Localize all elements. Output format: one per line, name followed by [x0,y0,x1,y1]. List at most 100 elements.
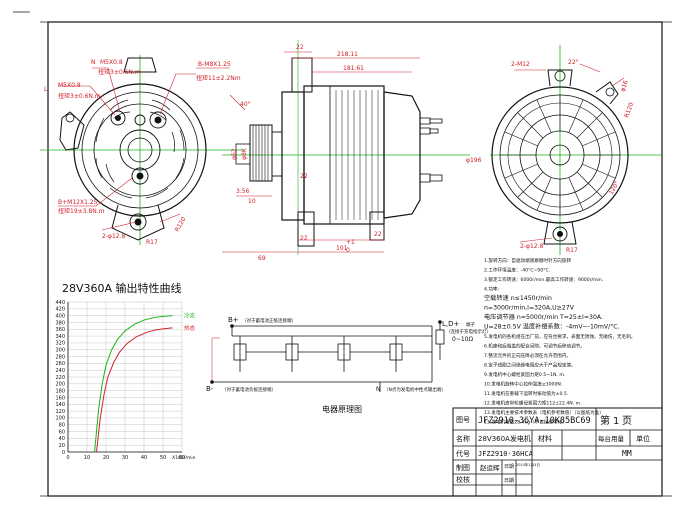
rear-dia-hole: φ16 [619,79,630,92]
chart-y-tick-label: 20 [59,443,65,449]
circuit-b-plus-note: （对于蓄电池正极连接端） [242,317,296,324]
sheet-border [47,21,663,497]
tb-drawing-no: JFZ2910-36YA-10K85BC69 [478,416,591,426]
side-view [222,40,470,255]
chart-y-tick-label: 140 [55,402,65,408]
chart-y-tick-label: 380 [55,320,65,326]
chart-y-tick-label: 120 [55,409,65,415]
pulley-dia: φ62 [231,148,238,160]
tb-qty-label: 每台用量 [598,434,625,443]
front-radius2: R120 [174,216,188,233]
rear-radius2: R17 [566,247,578,254]
front-view [40,55,245,245]
circuit-b-minus-note: （对于蓄电池负极连接端） [222,386,276,393]
chart-y-tick-label: 220 [55,375,65,381]
chart-series-label-1: 热态 [184,324,196,332]
tb-unit-value: MM [622,449,632,458]
dim-10: 10 [248,198,256,205]
rear-view [490,45,662,255]
n-torque: 扭矩3±0.6N.m [98,68,141,76]
rear-radius: R120 [623,101,635,118]
chart-x-tick-label: 50 [160,455,166,461]
technical-requirements: 1.旋转方向：自驱动端观察顺时针方向旋转2.工作环境温度：-40°C~90°C.… [484,257,635,426]
spec-line: n=3000r/min,I=320A,U≥27V [484,305,575,312]
title-block-text: 图号 JFZ2910-36YA-10K85BC69 第 1 页 名称 28V36… [456,414,650,484]
spec-line: 7.整流元件的正向压降必须在允许范围内。 [484,352,571,359]
n-label: N [91,59,96,66]
side-view-labels: 218.11 181.61 22 40° φ62 φ8K 3.56 10 69 … [231,44,382,262]
chart-y-tick-label: 40 [59,436,65,442]
front-hole-dim: 2-φ12.8 [102,233,125,240]
tb-unit-label: 单位 [636,434,650,443]
front-radius: R17 [146,239,158,246]
dim-101: 101 [336,245,348,252]
l-thread: M5X0.8 [58,82,81,89]
l-torque: 扭矩3±0.6N.m [58,92,101,100]
circuit-title: 电器原理图 [322,404,362,414]
dim-body-length: 181.61 [343,65,364,72]
chart-y-tick-label: 200 [55,382,65,388]
dim-22-b: 22 [374,231,382,238]
tb-material-label: 材料 [538,434,552,443]
tb-name-label: 名称 [456,434,470,443]
tb-drawer: 赵运辉 [480,463,500,472]
chart-series-line-0 [94,315,173,453]
chart-x-tick-label: 20 [103,455,109,461]
tb-sheet-prefix: 第 [600,414,610,427]
pulley-dia2: φ8K [241,147,248,160]
rear-dia-large: φ196 [466,157,482,164]
dim-69: 69 [258,255,266,262]
n-thread: M5X0.8 [100,59,123,66]
circuit-diagram: B+ （对于蓄电池正极连接端） B- （对于蓄电池负极连接端） N （N点为发电… [206,316,491,414]
chart-x-axis-label: X100r/min [172,455,196,461]
chart-y-tick-label: 260 [55,361,65,367]
circuit-ld-label: L,D+ [442,320,460,328]
chart-y-tick-label: 80 [59,423,65,429]
rear-hole-dim: 2-φ12.8 [520,243,543,250]
b-plus-torque: 扭矩19±3.8N.m [58,207,105,215]
circuit-n-note: （N点为发电机中性点输出端） [384,386,446,393]
output-characteristic-chart: 0204060801001201401601802002202402602803… [55,300,195,461]
spec-line: 12.发电机皮带轮螺母紧固力矩112±22.4N. m. [484,400,582,407]
dim-tol-zero: 0 [346,247,350,254]
chart-series-label-0: 冷态 [184,312,196,320]
tb-sheet-suffix: 页 [622,415,632,427]
rear-angle-a: 22° [568,59,579,66]
chart-y-tick-label: 360 [55,327,65,333]
rear-holes: 2-M12 [511,61,530,68]
dim-22-a: 22 [300,235,308,242]
tb-date-label: 日期 [504,464,514,470]
spec-line: 空载转速 n≤1450r/min [484,294,552,302]
chart-y-tick-label: 180 [55,388,65,394]
chart-y-tick-label: 100 [55,416,65,422]
dim-total-length: 218.11 [337,51,358,58]
tb-code-value: JFZ2910-36HCA [478,450,534,458]
chart-y-tick-label: 240 [55,368,65,374]
tb-check-label: 校核 [456,475,470,484]
chart-x-tick-label: 0 [66,455,69,461]
dim-3-56: 3.56 [236,188,250,195]
border-ticks [13,11,672,497]
spec-line: 电压调节器 n=5000r/min T=25±I=30A. [484,313,603,321]
circuit-ld-side: 端子 [466,321,475,328]
chart-title: 28V360A 输出特性曲线 [62,281,182,295]
l-label: L [44,86,48,93]
spec-line: 1.旋转方向：自驱动端观察顺时针方向旋转 [484,257,571,264]
spec-line: 3.额定工作转速：6000r/min.最高工作转速：9000r/min. [484,276,603,283]
spec-line: U=28±0.5V 温度补偿系数：-4mV~-10mV/°C. [484,323,620,331]
chart-y-tick-label: 320 [55,341,65,347]
chart-y-tick-label: 0 [62,450,65,456]
chart-x-tick-label: 10 [84,455,90,461]
spec-line: 11.发电机在重载下运转时振动值为±0.5. [484,390,568,397]
spec-line: 13.发电机主要技术参数表（电机参考数值）（以图纸为准） [484,409,604,416]
spec-line: 13.发电机重量28.4kg（不包括皮带轮） [484,419,567,426]
spec-line: 6.机座和后端盖的配合间隙，可调节后移动调节。 [484,343,585,350]
circuit-b-minus: B- [206,385,214,393]
spec-line: 8.定子线圈之间绝缘电阻应大于产品规定值。 [484,362,576,369]
dim-22-top: 22 [296,44,304,51]
dim-tol-plus: +1 [346,239,355,246]
chart-y-tick-label: 340 [55,334,65,340]
tb-check-date-label: 日期 [504,478,514,484]
circuit-ld-range: 0~10Ω [452,336,473,343]
